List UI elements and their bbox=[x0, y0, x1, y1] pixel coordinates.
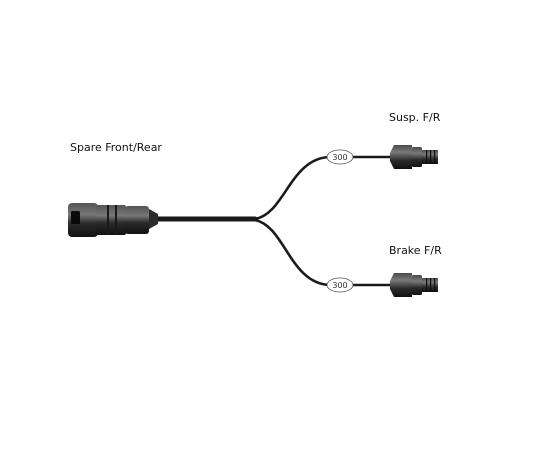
main-connector bbox=[68, 203, 158, 237]
cable-group bbox=[152, 155, 390, 287]
lower-length-label: 300 bbox=[332, 281, 347, 290]
lower-connector bbox=[390, 273, 438, 297]
upper-branch-cable bbox=[254, 155, 390, 221]
lower-branch-cable bbox=[254, 218, 390, 287]
connector-latch bbox=[71, 211, 80, 224]
upper-length-label: 300 bbox=[332, 153, 347, 162]
upper-connector bbox=[390, 145, 438, 169]
main-connector-label: Spare Front/Rear bbox=[70, 141, 162, 154]
upper-branch-label: Susp. F/R bbox=[389, 111, 441, 124]
upper-length-tag: 300 bbox=[326, 149, 354, 165]
lower-length-tag: 300 bbox=[326, 277, 354, 293]
lower-branch-label: Brake F/R bbox=[389, 244, 442, 257]
